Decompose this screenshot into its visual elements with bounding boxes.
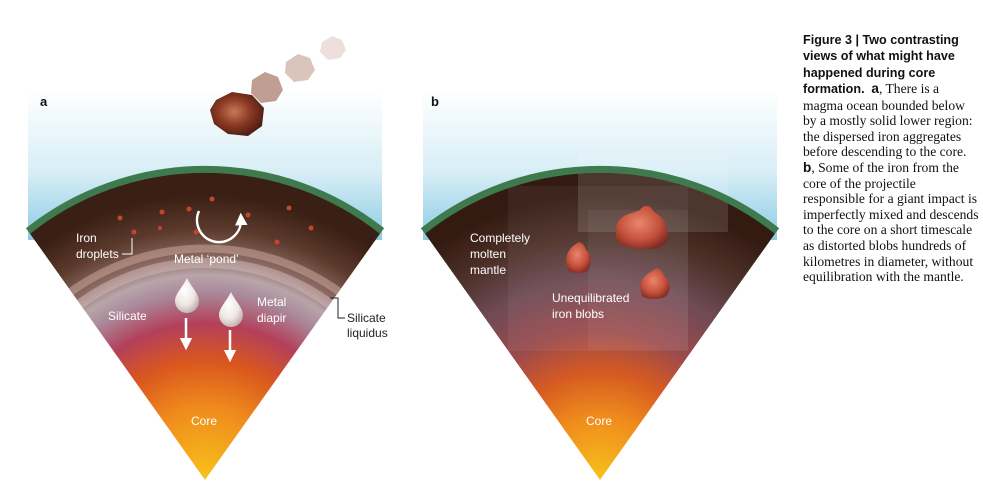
iron-blobs-label-line2: iron blobs: [552, 307, 604, 321]
silicate-label: Silicate: [108, 309, 147, 323]
caption-b-text: , Some of the iron from the core of the …: [803, 160, 979, 285]
caption-title: Figure 3 | Two contrasting views of what…: [803, 33, 959, 97]
molten-mantle-label-line2: molten: [470, 247, 506, 261]
projectile: [210, 92, 264, 136]
metal-diapir-label-line2: diapir: [257, 311, 286, 325]
iron-droplets: [117, 196, 314, 245]
mantle-cone-a: [28, 169, 382, 480]
crust-a: [25, 165, 385, 234]
iron-droplets-label-line2: droplets: [76, 247, 119, 261]
core-label-b: Core: [586, 414, 612, 428]
figure-caption: Figure 3 | Two contrasting views of what…: [803, 32, 979, 285]
molten-mantle-label-line1: Completely: [470, 231, 530, 245]
iron-blob-lower: [640, 268, 670, 299]
circulation-arrow: [195, 210, 248, 244]
metal-diapir-label-line1: Metal: [257, 295, 286, 309]
caption-b-label: b: [803, 160, 812, 175]
caption-a-label: a: [871, 81, 879, 97]
iron-blobs-label-line1: Unequilibrated: [552, 291, 629, 305]
projectile-trail: [251, 36, 346, 103]
iron-blob-large: [616, 205, 668, 250]
liquidus-band: [66, 257, 344, 316]
panel-a-letter: a: [40, 94, 48, 109]
iron-blob-left: [566, 242, 591, 273]
silicate-liquidus-leader: [330, 297, 345, 319]
panel-b: b Completely molten mantle Unequilibrate…: [420, 90, 780, 480]
crust-b: [420, 165, 780, 234]
iron-droplets-leader: [122, 238, 133, 255]
panel-b-letter: b: [431, 94, 439, 109]
silicate-liquidus-label-line2: liquidus: [347, 326, 388, 340]
panel-a: a Iron droplets Metal ‘pond’ Silicate Me…: [25, 36, 388, 480]
metal-pond-band: [57, 244, 353, 304]
core-label-a: Core: [191, 414, 217, 428]
caption-a-text: , There is a magma ocean bounded below b…: [803, 81, 973, 160]
molten-mantle-label-line3: mantle: [470, 263, 506, 277]
iron-droplets-label-line1: Iron: [76, 231, 97, 245]
mantle-cone-b: [423, 169, 777, 480]
metal-diapir-left: [175, 278, 199, 313]
metal-diapir-right: [219, 292, 243, 327]
metal-pond-label: Metal ‘pond’: [174, 252, 239, 266]
silicate-liquidus-label-line1: Silicate: [347, 311, 386, 325]
